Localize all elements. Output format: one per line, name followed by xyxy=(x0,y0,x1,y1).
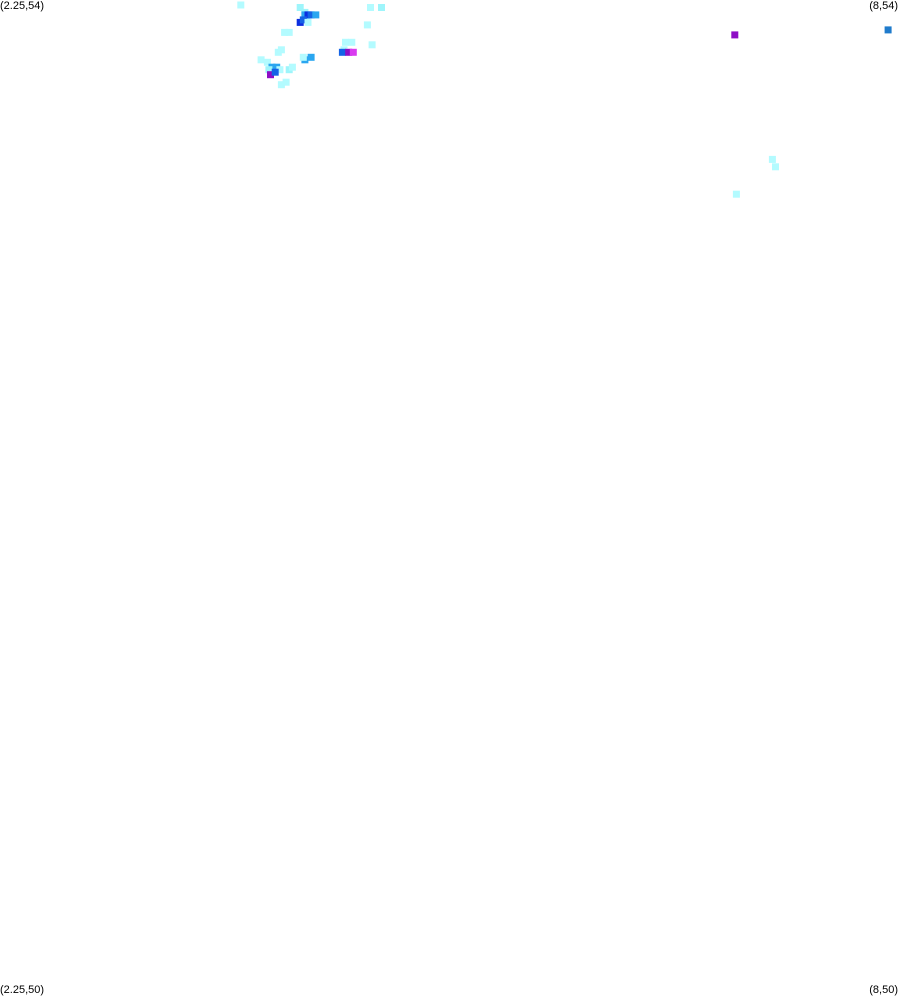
corner-label-bottom-left: (2.25,50) xyxy=(0,984,45,996)
map-cell xyxy=(768,155,776,163)
map-cell xyxy=(349,48,357,56)
corner-label-bottom-right: (8,50) xyxy=(869,984,898,996)
map-cell xyxy=(772,163,779,171)
map-cell xyxy=(282,78,290,86)
map-cell xyxy=(732,190,740,198)
map-cell xyxy=(378,4,385,11)
map-cell xyxy=(296,4,304,11)
map-cell xyxy=(265,66,273,74)
map-cell xyxy=(299,53,307,61)
corner-label-top-left: (2.25,54) xyxy=(0,0,45,12)
map-cell xyxy=(345,48,353,56)
map-cell xyxy=(731,31,739,39)
map-cell xyxy=(285,28,293,36)
map-cell xyxy=(304,18,312,26)
map-cell xyxy=(276,66,284,74)
map-cell xyxy=(368,41,376,49)
map-cell xyxy=(237,1,245,9)
map-cell xyxy=(363,21,371,29)
map-cell xyxy=(884,26,892,34)
map-cell xyxy=(281,28,289,36)
map-cell xyxy=(307,53,315,61)
map-cell xyxy=(307,11,315,19)
corner-label-top-right: (8,54) xyxy=(869,0,898,12)
map-cell xyxy=(257,56,265,64)
map-cell xyxy=(312,11,320,19)
map-cell xyxy=(288,63,296,71)
map-cell xyxy=(299,16,307,24)
map-cell xyxy=(277,46,285,54)
map-cell xyxy=(348,38,356,46)
map-cell xyxy=(263,58,271,66)
map-cell xyxy=(367,4,374,11)
map-cell xyxy=(342,38,349,46)
map-cell xyxy=(277,81,285,89)
map-cell xyxy=(267,71,274,79)
map-cell xyxy=(338,48,346,56)
map-cell xyxy=(271,68,279,76)
